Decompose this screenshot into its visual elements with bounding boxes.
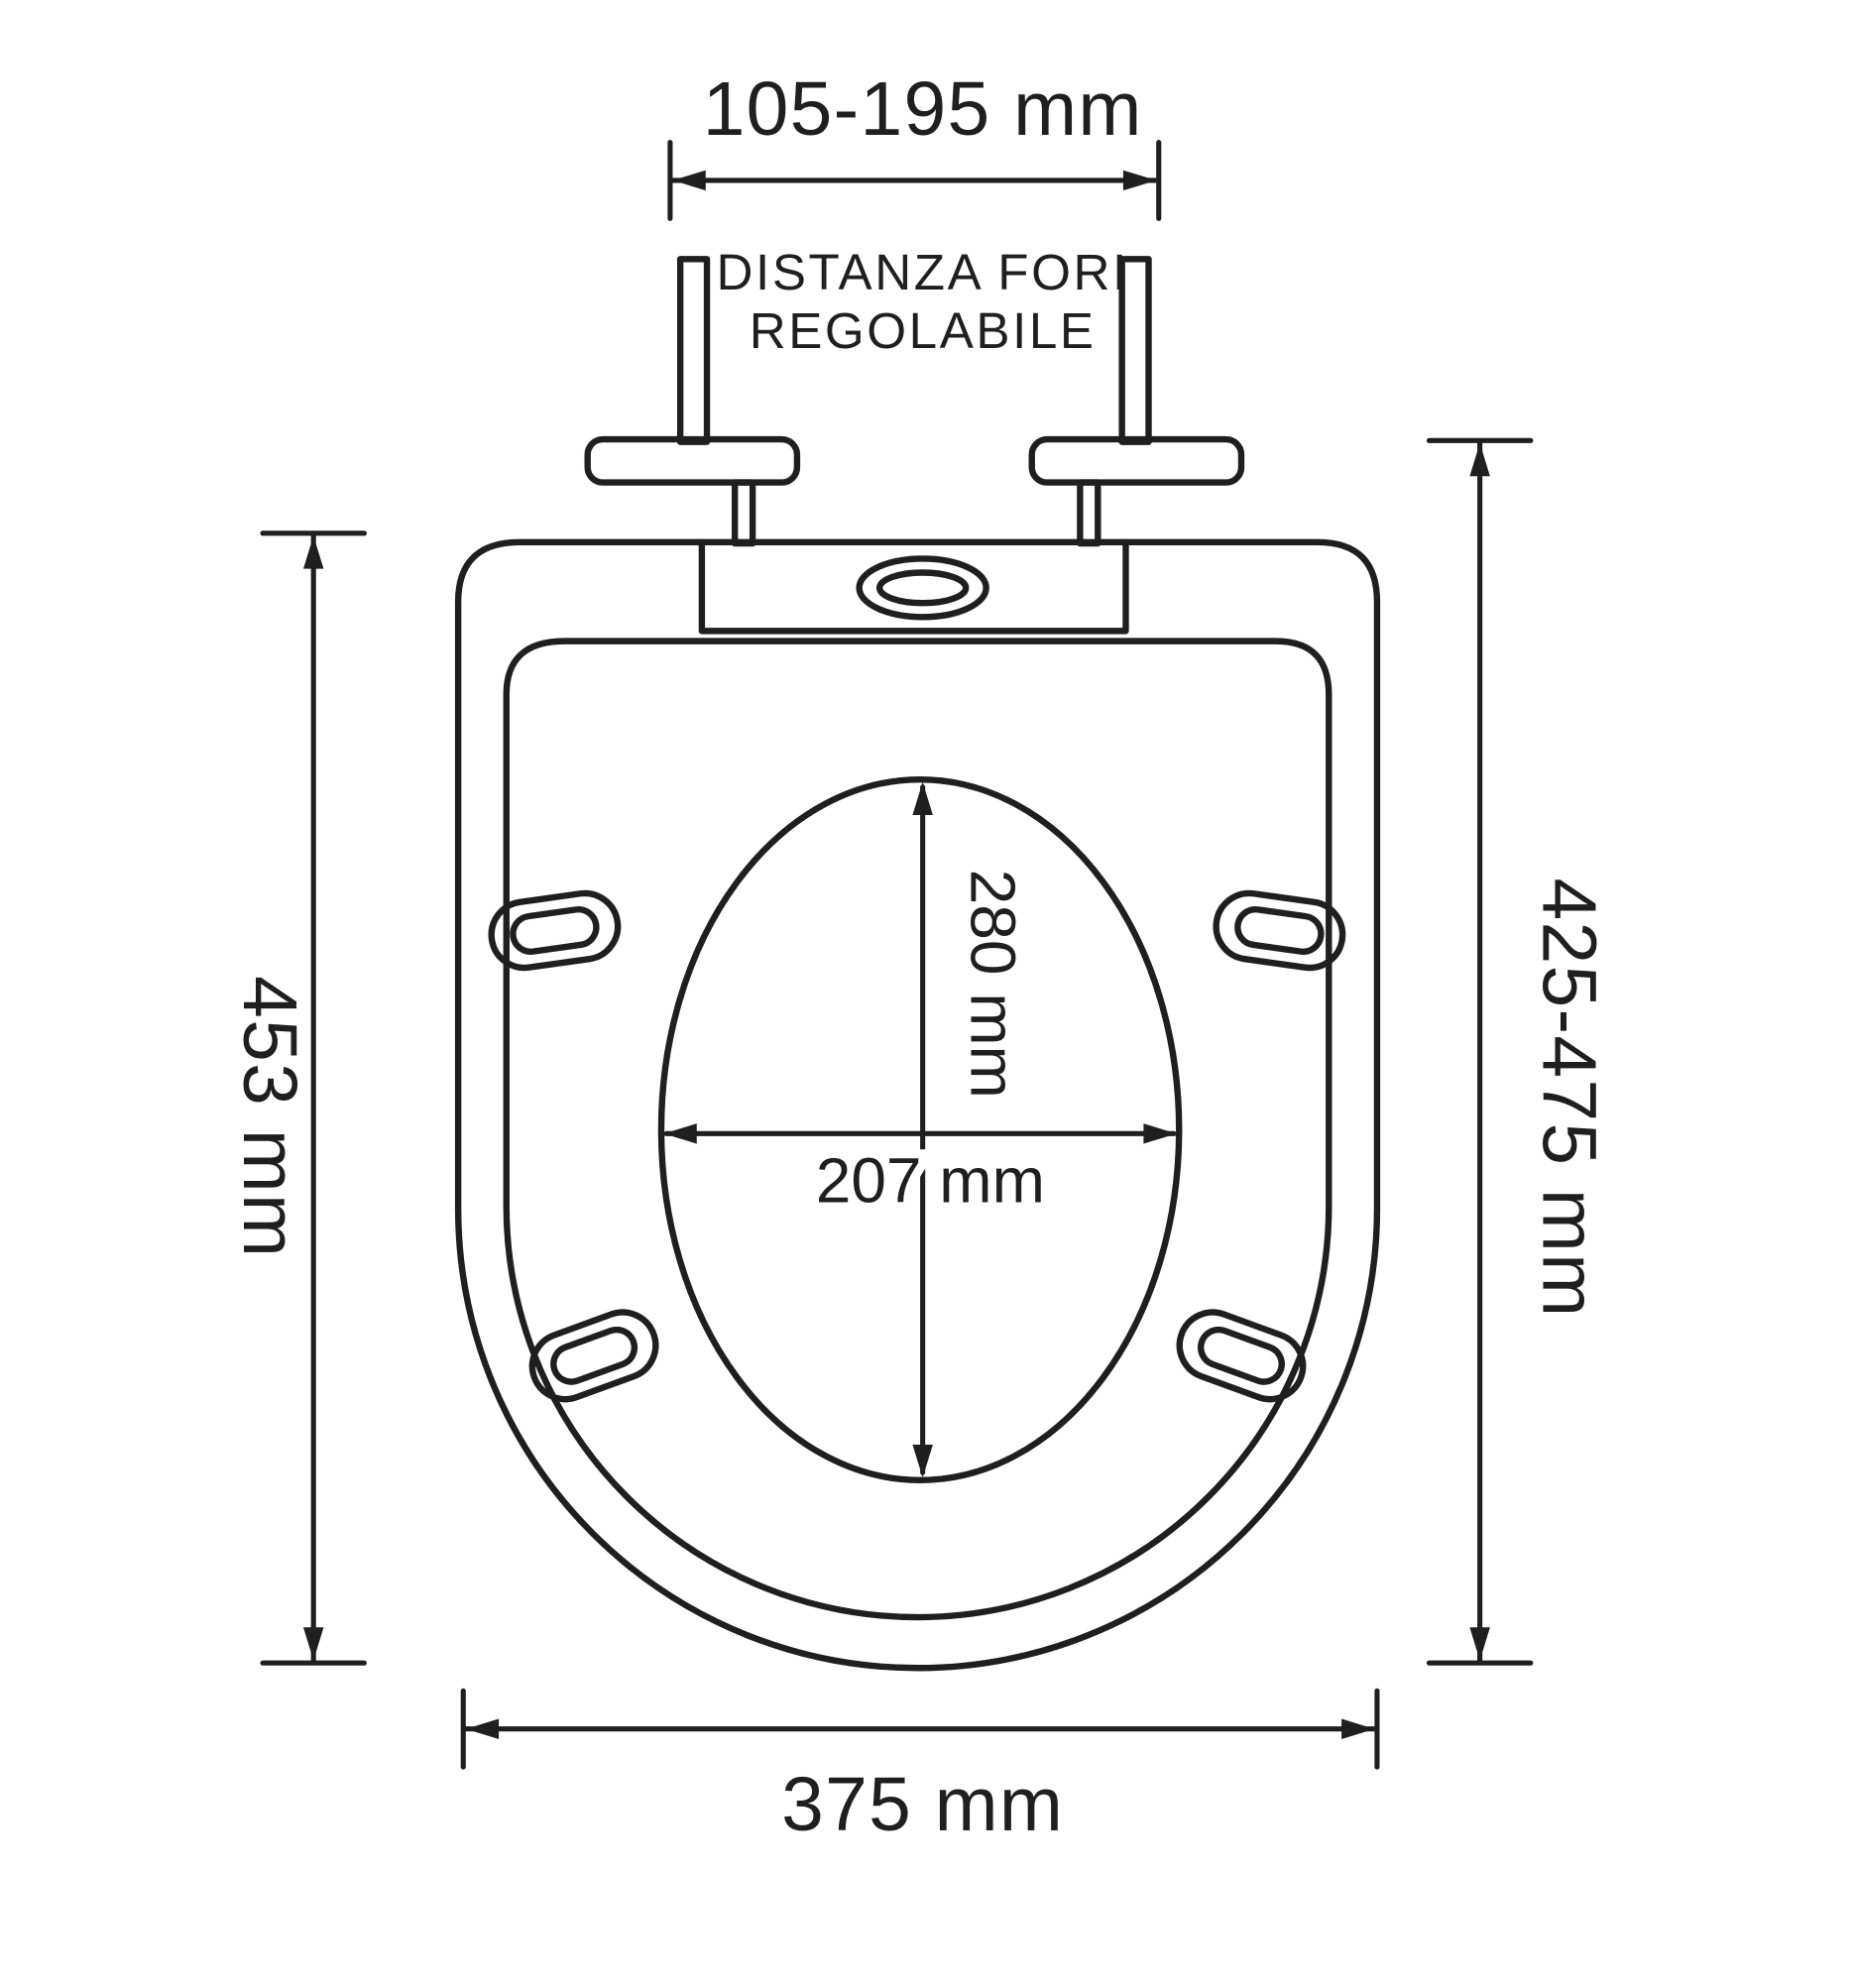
- arrow-left-icon: [672, 170, 706, 191]
- labels: 105-195 mm DISTANZA FORI REGOLABILE 453 …: [227, 66, 1612, 1847]
- bumper-top-right-outer: [1213, 889, 1346, 972]
- bumper-top-left-inner: [510, 905, 600, 956]
- arrow-up-icon: [912, 781, 933, 816]
- seat-outer-outline: [454, 538, 1381, 1672]
- note-line2: REGOLABILE: [750, 302, 1097, 359]
- overall-height-label: 453 mm: [227, 976, 312, 1258]
- hole-distance-label: 105-195 mm: [703, 66, 1143, 152]
- arrow-right-icon: [1341, 1718, 1375, 1739]
- bumper-bottom-right-inner: [1197, 1326, 1285, 1385]
- arrow-left-icon: [663, 1123, 697, 1144]
- seat-opening: [657, 775, 1183, 1483]
- dim-overall-width: [460, 1688, 1380, 1770]
- dim-overall-height: [260, 530, 367, 1666]
- bumper-bottom-right: [1176, 1309, 1307, 1403]
- arrow-up-icon: [302, 535, 324, 569]
- bumpers: [488, 889, 1346, 1403]
- bumper-bottom-left-inner: [550, 1326, 638, 1385]
- bolt-right-washer: [1028, 435, 1245, 486]
- hinge-slot-outer: [856, 555, 989, 621]
- seat-body: [454, 538, 1381, 1672]
- dim-opening-width: [663, 1123, 1177, 1144]
- hinge-slot-inner: [875, 569, 970, 607]
- note-line1: DISTANZA FORI: [717, 244, 1129, 300]
- bumper-top-right-inner: [1234, 905, 1325, 956]
- bolt-left-washer: [584, 435, 801, 486]
- arrow-right-icon: [1143, 1123, 1177, 1144]
- arrow-down-icon: [302, 1627, 324, 1661]
- opening-width-label: 207 mm: [816, 1144, 1045, 1216]
- opening-height-label: 280 mm: [957, 870, 1028, 1099]
- arrow-right-icon: [1122, 170, 1157, 191]
- dim-hole-distance: [667, 139, 1162, 221]
- bumper-bottom-left-outer: [528, 1309, 659, 1403]
- bumper-bottom-right-outer: [1176, 1309, 1307, 1403]
- bolt-left-stem: [731, 479, 756, 547]
- bumper-top-left: [488, 889, 622, 972]
- hinge-recess: [698, 538, 1129, 635]
- bolt-right-stem: [1077, 479, 1101, 547]
- bumper-top-right: [1213, 889, 1346, 972]
- arrow-up-icon: [1469, 442, 1490, 477]
- bumper-top-left-outer: [488, 889, 622, 972]
- dim-adjustable-height: [1426, 437, 1534, 1666]
- overall-width-label: 375 mm: [781, 1762, 1064, 1847]
- dim-opening-height: [912, 781, 933, 1478]
- mounting-bolts: [584, 256, 1245, 547]
- bolt-left-rod: [676, 256, 711, 445]
- arrow-down-icon: [1469, 1627, 1490, 1661]
- arrow-down-icon: [912, 1444, 933, 1478]
- adjustable-height-label: 425-475 mm: [1527, 878, 1612, 1319]
- arrow-left-icon: [465, 1718, 500, 1739]
- seat-inner-outline: [503, 638, 1332, 1621]
- bumper-bottom-left: [528, 1309, 659, 1403]
